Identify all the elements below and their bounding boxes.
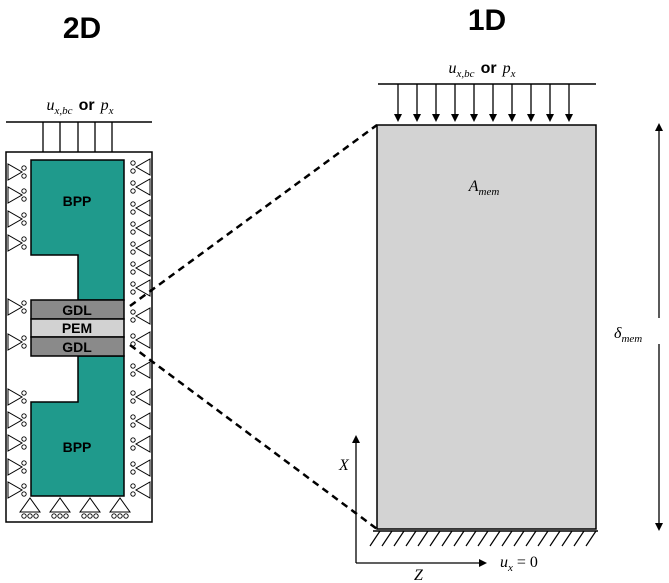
gdl-bottom-layer (30, 336, 125, 357)
bc-rhs: = 0 (513, 554, 538, 571)
roller-support (130, 178, 151, 196)
load-p-var: p (100, 97, 109, 114)
area-sub: mem (479, 186, 500, 198)
roller-support (19, 497, 41, 519)
roller-support (7, 234, 27, 252)
roller-support (7, 434, 27, 452)
roller-support (130, 199, 151, 217)
load-p-sub: x (108, 105, 114, 117)
gdl-top-label: GDL (62, 302, 92, 318)
bpp-bottom-label: BPP (63, 439, 92, 455)
roller-supports-left (7, 163, 27, 499)
roller-support (130, 435, 151, 453)
roller-supports-bottom (19, 497, 131, 519)
projection-line-top (129, 123, 378, 308)
gdl-bottom-label: GDL (62, 339, 92, 355)
load-1d-or-word: or (481, 60, 497, 77)
load-u-var: u (47, 97, 55, 114)
bc-label: ux = 0 (500, 554, 538, 574)
load-1d-p-sub: x (510, 68, 516, 80)
title-1d: 1D (468, 4, 506, 37)
load-1d-u-var: u (449, 60, 457, 77)
projection-line-bottom (129, 343, 378, 531)
fixed-base-hatch (369, 530, 597, 547)
roller-support (130, 361, 151, 379)
thickness-sub: mem (621, 333, 642, 345)
pem-label: PEM (62, 320, 92, 336)
roller-support (7, 481, 27, 499)
load-arrows-1d (378, 83, 596, 122)
bc-var: u (500, 554, 508, 571)
roller-support (7, 388, 27, 406)
roller-support (7, 163, 27, 181)
thickness-var: δ (614, 325, 622, 342)
z-axis-label: Z (414, 567, 424, 583)
title-2d: 2D (63, 12, 101, 45)
bc-sub: x (507, 562, 513, 574)
roller-support (130, 219, 151, 237)
load-u-sub: x,bc (54, 105, 73, 117)
roller-support (7, 458, 27, 476)
roller-support (130, 239, 151, 257)
roller-support (79, 497, 101, 519)
roller-support (130, 412, 151, 430)
load-1d-p-var: p (502, 60, 511, 77)
area-var: A (468, 178, 479, 195)
load-arrows-2d (6, 121, 152, 160)
roller-support (130, 481, 151, 499)
roller-support (7, 298, 27, 316)
roller-support (130, 307, 151, 325)
roller-support (130, 279, 151, 297)
roller-support (49, 497, 71, 519)
roller-supports-right (130, 158, 151, 499)
thickness-label-bg (612, 318, 662, 344)
roller-support (7, 333, 27, 351)
load-1d-u-sub: x,bc (456, 68, 475, 80)
area-label: Amem (468, 178, 500, 198)
bpp-top-label: BPP (63, 193, 92, 209)
load-or-word: or (79, 97, 95, 114)
roller-support (130, 388, 151, 406)
roller-support (109, 497, 131, 519)
roller-support (130, 459, 151, 477)
thickness-label: δmem (614, 325, 642, 345)
membrane-domain-1d (376, 124, 597, 530)
roller-support (130, 158, 151, 176)
roller-support (7, 186, 27, 204)
roller-support (130, 259, 151, 277)
x-axis-label: X (338, 457, 350, 474)
roller-support (7, 210, 27, 228)
roller-support (7, 411, 27, 429)
